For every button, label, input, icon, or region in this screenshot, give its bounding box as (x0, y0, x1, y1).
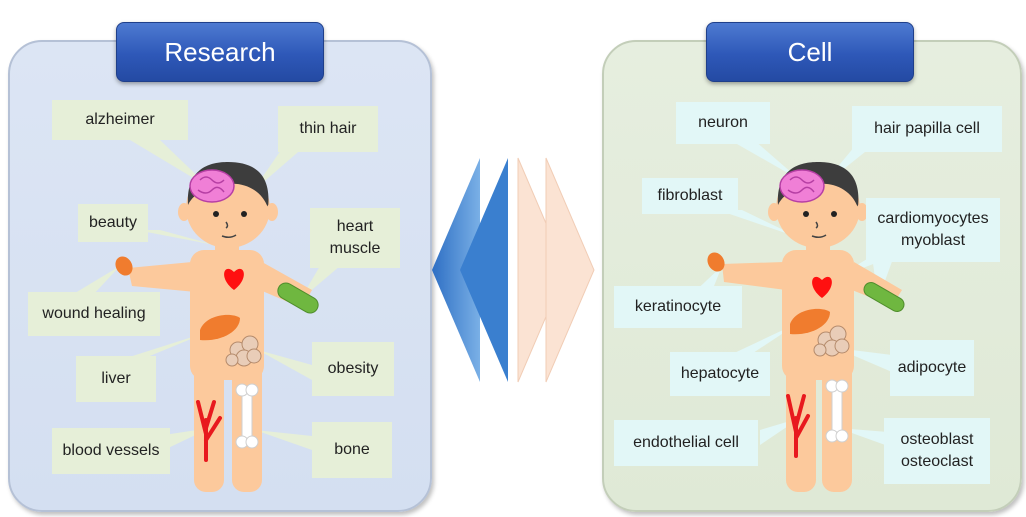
fat-tissue-icon-right (813, 325, 850, 357)
pointer-bone (255, 430, 312, 450)
right-arrow-chevron-outer (545, 157, 595, 383)
wound-icon-right (707, 252, 725, 272)
pointer-neuron (730, 140, 800, 180)
label-keratinocyte: keratinocyte (614, 286, 742, 328)
fat-tissue-icon-left (225, 335, 262, 367)
heart-icon-left (224, 268, 244, 290)
pointer-fibroblast (718, 210, 800, 238)
blood-vessel-icon-right (786, 394, 810, 458)
pointer-beauty (136, 230, 215, 245)
pointer-wound (70, 266, 120, 296)
muscle-icon-left (277, 282, 319, 314)
brain-icon-right (779, 169, 825, 203)
label-bone: bone (312, 422, 392, 478)
label-adipocyte: adipocyte (890, 340, 974, 396)
pointer-obesity (258, 350, 312, 380)
label-fibroblast: fibroblast (642, 178, 738, 214)
liver-icon-left (200, 314, 240, 341)
label-blood-vessels: blood vessels (52, 428, 170, 474)
label-liver: liver (76, 356, 156, 402)
label-cardiomyocytes-myoblast: cardiomyocytes myoblast (866, 198, 1000, 262)
label-thin-hair: thin hair (278, 106, 378, 152)
label-obesity: obesity (312, 342, 394, 396)
bone-icon-right (825, 379, 849, 443)
heart-icon-right (812, 276, 832, 298)
label-alzheimer: alzheimer (52, 100, 188, 140)
left-arrow-chevron-outer (432, 158, 480, 382)
pointer-thin-hair (252, 140, 312, 192)
label-heart-muscle: heart muscle (310, 208, 400, 268)
label-osteoblast-osteoclast: osteoblast osteoclast (884, 418, 990, 484)
wound-icon-left (115, 256, 133, 276)
right-arrow-chevron-inner (517, 157, 567, 383)
label-beauty: beauty (78, 204, 148, 242)
research-header: Research (116, 22, 324, 82)
pointer-liver (120, 332, 208, 360)
brain-icon-left (189, 169, 235, 203)
cell-header: Cell (706, 22, 914, 82)
label-neuron: neuron (676, 102, 770, 144)
label-hepatocyte: hepatocyte (670, 352, 770, 396)
blood-vessel-icon-left (196, 400, 222, 462)
left-arrow-chevron-inner (460, 158, 508, 382)
liver-icon-right (790, 308, 830, 335)
label-wound-healing: wound healing (28, 292, 160, 336)
label-endothelial-cell: endothelial cell (614, 420, 758, 466)
pointer-alzheimer (130, 140, 210, 188)
muscle-icon-right (863, 282, 905, 312)
bone-icon-left (235, 383, 259, 449)
label-hair-papilla-cell: hair papilla cell (852, 106, 1002, 152)
